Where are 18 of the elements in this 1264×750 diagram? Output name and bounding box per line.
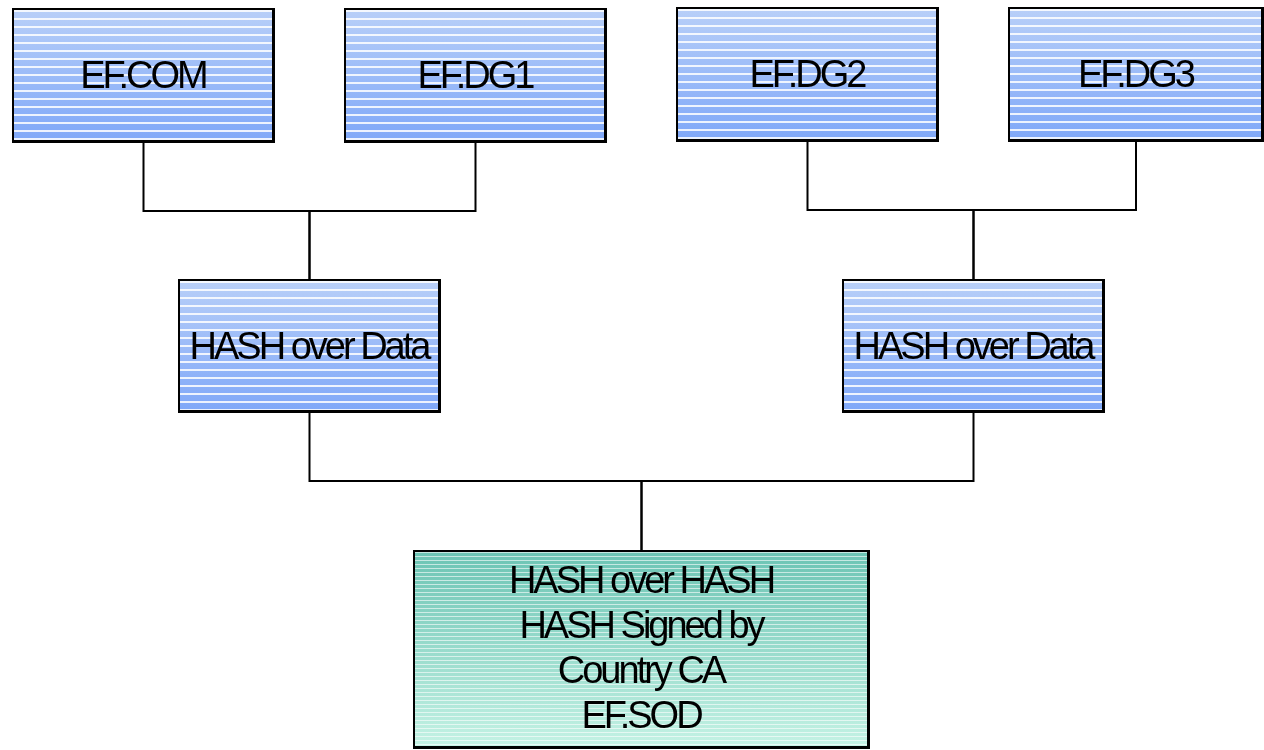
box-label: EF.DG2 [749, 52, 865, 97]
box-label: HASH over Data [189, 323, 429, 369]
data-box [676, 7, 939, 142]
signed-hash-box [413, 550, 870, 749]
box-label: EF.COM [80, 53, 206, 98]
data-box [344, 8, 607, 143]
box-label: EF.DG3 [1077, 52, 1193, 97]
data-box [12, 8, 275, 143]
connector-line [972, 141, 1137, 280]
box-label: EF.DG1 [417, 53, 533, 98]
connector-line [308, 142, 477, 280]
box-label: EF.SOD [581, 693, 701, 738]
data-box [842, 279, 1105, 413]
box-label: HASH over HASH HASH Signed by Country CA [507, 558, 775, 693]
data-box [1008, 7, 1264, 142]
connector-line [640, 412, 975, 551]
box-label: HASH over Data [853, 323, 1093, 369]
data-box [178, 279, 441, 413]
